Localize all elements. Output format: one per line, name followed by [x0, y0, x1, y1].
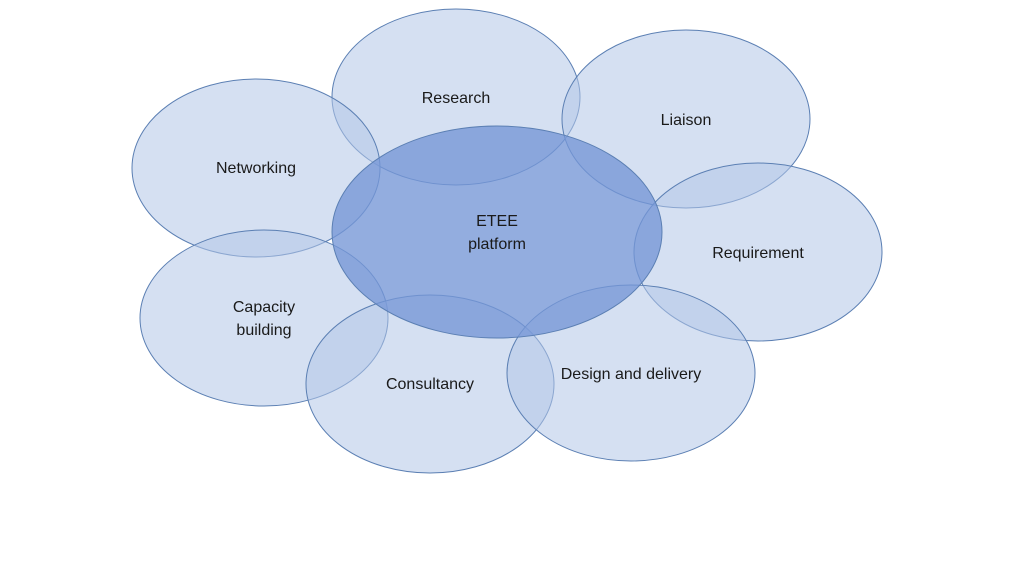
label-capacity-line2: building: [236, 322, 291, 339]
label-consultancy: Consultancy: [386, 376, 474, 393]
label-requirement: Requirement: [712, 245, 804, 262]
label-center-line1: ETEE: [476, 213, 518, 230]
label-liaison: Liaison: [661, 112, 712, 129]
label-capacity-line1: Capacity: [233, 299, 295, 316]
label-networking: Networking: [216, 160, 296, 177]
label-design-and-delivery: Design and delivery: [561, 366, 702, 383]
node-etee-platform: [331, 125, 663, 339]
label-research: Research: [422, 90, 490, 107]
label-center-line2: platform: [468, 236, 526, 253]
